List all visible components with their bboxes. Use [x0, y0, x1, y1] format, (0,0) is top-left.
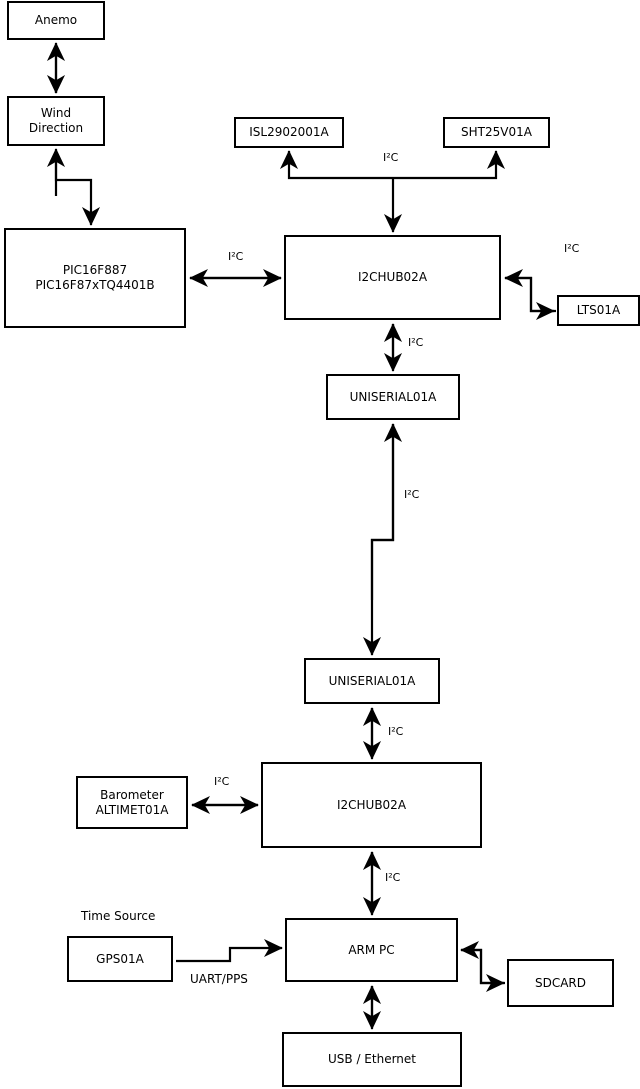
node-gps01a-label: GPS01A — [96, 951, 144, 966]
node-pic-mcu-label: PIC16F887 PIC16F87xTQ4401B — [35, 263, 155, 292]
label-time-source: Time Source — [81, 909, 156, 923]
node-uniserial01a-lower[interactable]: UNISERIAL01A — [304, 658, 440, 704]
node-usb-ethernet-label: USB / Ethernet — [328, 1052, 416, 1066]
node-arm-pc[interactable]: ARM PC — [285, 918, 458, 982]
edge-wind-pic-down — [54, 153, 101, 226]
edge-hub-lts — [505, 276, 555, 321]
node-arm-pc-label: ARM PC — [348, 942, 395, 957]
edge-label-i2c-hub-armpc: I²C — [385, 871, 401, 884]
node-i2chub02a-top-label: I2CHUB02A — [357, 270, 428, 284]
edge-gps-armpc — [176, 938, 283, 963]
node-sht25v01a-label: SHT25V01A — [461, 125, 532, 139]
node-sdcard-label: SDCARD — [534, 975, 587, 990]
node-anemo[interactable]: Anemo — [7, 1, 105, 40]
node-uniserial01a-upper-label: UNISERIAL01A — [349, 389, 437, 404]
node-barometer-altimet01a[interactable]: Barometer ALTIMET01A — [76, 776, 188, 829]
node-uniserial01a-upper[interactable]: UNISERIAL01A — [326, 374, 460, 420]
edge-label-i2c-hub-uniserial: I²C — [408, 336, 424, 349]
edge-label-i2c-uniserial-hub: I²C — [388, 725, 404, 738]
edge-label-i2c-pic-hub: I²C — [228, 250, 244, 263]
node-i2chub02a-bottom[interactable]: I2CHUB02A — [261, 762, 482, 848]
edge-uniserial-link-down — [362, 424, 395, 656]
edge-lts-hub — [504, 268, 556, 313]
node-sht25v01a[interactable]: SHT25V01A — [443, 117, 550, 148]
node-wind-direction-label: Wind Direction — [28, 106, 84, 135]
node-isl2902001a-label: ISL2902001A — [249, 125, 329, 139]
edge-label-i2c-barometer-hub: I²C — [214, 775, 230, 788]
node-i2chub02a-bottom-label: I2CHUB02A — [336, 797, 407, 812]
node-sdcard[interactable]: SDCARD — [507, 959, 614, 1007]
node-pic-mcu[interactable]: PIC16F887 PIC16F87xTQ4401B — [4, 228, 186, 328]
edge-label-i2c-top-bus: I²C — [383, 151, 399, 164]
edge-uniserial-link-up — [370, 423, 403, 600]
node-anemo-label: Anemo — [34, 13, 78, 27]
edge-armpc-sdcard — [461, 948, 505, 993]
edge-label-uart-pps: UART/PPS — [190, 972, 248, 986]
edge-bus-sht — [393, 150, 506, 180]
node-uniserial01a-lower-label: UNISERIAL01A — [328, 673, 416, 688]
edge-sdcard-armpc — [460, 940, 505, 985]
node-isl2902001a[interactable]: ISL2902001A — [234, 117, 344, 148]
node-i2chub02a-top[interactable]: I2CHUB02A — [284, 235, 501, 320]
edge-label-i2c-hub-lts: I²C — [564, 242, 580, 255]
node-lts01a-label: LTS01A — [576, 303, 621, 317]
node-barometer-altimet01a-label: Barometer ALTIMET01A — [95, 787, 169, 817]
edge-bus-isl — [279, 150, 393, 180]
node-wind-direction[interactable]: Wind Direction — [7, 96, 105, 146]
node-usb-ethernet[interactable]: USB / Ethernet — [282, 1032, 462, 1087]
node-lts01a[interactable]: LTS01A — [557, 295, 640, 326]
node-gps01a[interactable]: GPS01A — [67, 936, 173, 982]
edge-label-i2c-uniserial-link: I²C — [404, 488, 420, 501]
